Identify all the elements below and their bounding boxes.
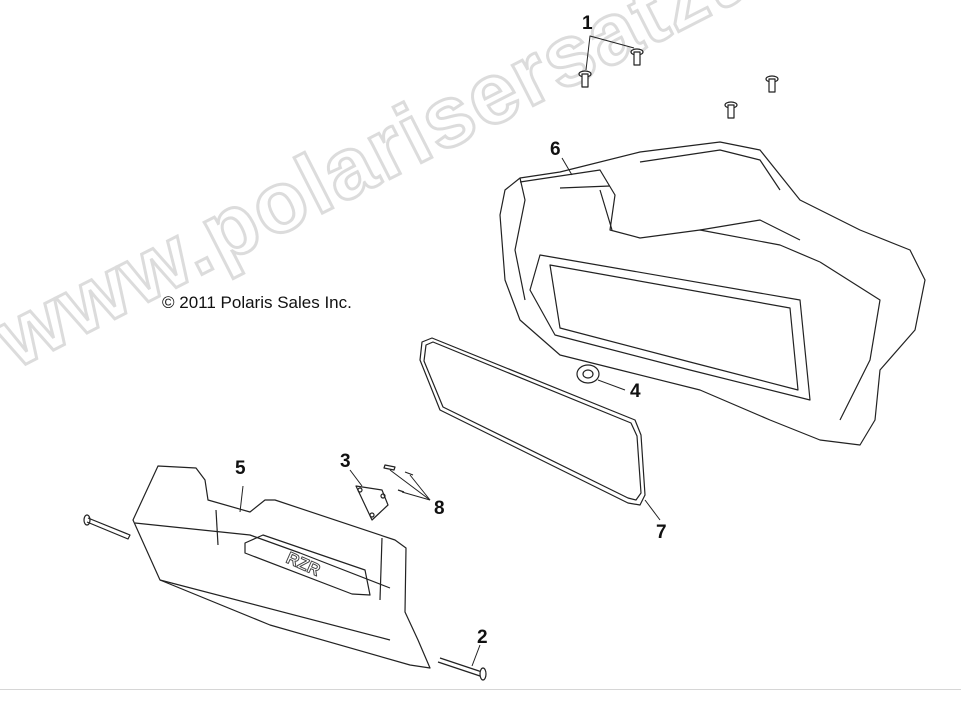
hinge-pin-icon	[437, 657, 487, 681]
hinge-pin-icon	[83, 514, 131, 540]
callout-6: 6	[550, 139, 561, 160]
copyright-notice: © 2011 Polaris Sales Inc.	[162, 293, 352, 312]
callout-3: 3	[340, 451, 351, 472]
door-seal-shape	[419, 337, 646, 506]
callout-7: 7	[656, 522, 667, 543]
glove-box-door-shape: RZR	[132, 465, 431, 669]
divider	[0, 689, 961, 690]
callout-8: 8	[434, 498, 445, 519]
callout-2: 2	[477, 627, 488, 648]
callout-4: 4	[630, 381, 641, 402]
screw-icon	[765, 75, 779, 93]
screw-icon	[383, 464, 414, 493]
callout-5: 5	[235, 458, 246, 479]
screw-icon	[724, 101, 738, 119]
latch-plate-shape	[355, 485, 389, 521]
screw-icon	[578, 70, 592, 88]
callout-1: 1	[582, 13, 593, 34]
screw-icon	[630, 48, 644, 66]
grommet-icon	[576, 364, 600, 384]
glove-box-housing-shape	[499, 141, 926, 446]
